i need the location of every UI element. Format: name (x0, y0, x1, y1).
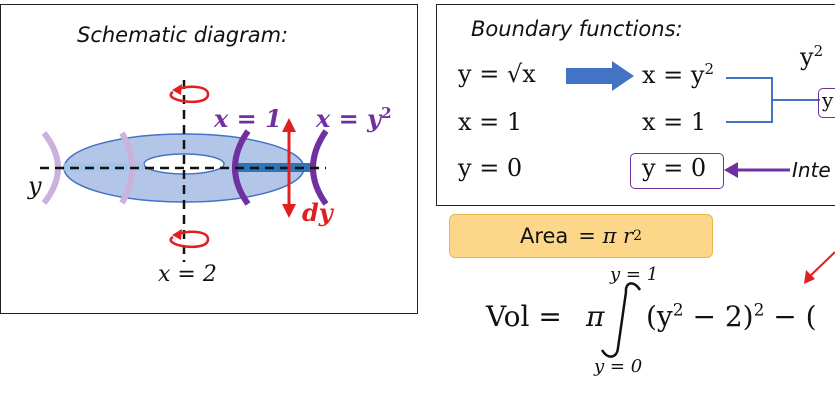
label-dy: dy (302, 198, 333, 227)
red-pointer-icon (804, 270, 815, 284)
boundary-row1-left: y = √x (458, 60, 536, 88)
boundary-row2-left: x = 1 (458, 108, 523, 136)
rotation-arrowhead-bottom-icon (172, 229, 182, 240)
dy-arrow-down-icon (282, 204, 296, 218)
boundary-partial-box (818, 88, 835, 118)
label-x-equals-2: x = 2 (158, 262, 217, 287)
boundary-row2-right: x = 1 (642, 108, 707, 136)
boundary-title: Boundary functions: (471, 17, 683, 41)
area-exp: 2 (633, 228, 643, 244)
area-formula: = π r (578, 224, 634, 248)
dy-arrow-up-icon (282, 118, 296, 132)
rotation-arrow-bottom-icon (169, 230, 210, 249)
label-y-axis: y (28, 172, 42, 200)
schematic-title: Schematic diagram: (77, 23, 289, 47)
volume-pi: π (586, 300, 605, 333)
volume-label: Vol = (486, 300, 562, 333)
rotation-arrowhead-top-icon (172, 84, 182, 95)
bracket-icon (726, 77, 773, 123)
label-x-equals-y-squared: x = y2 (316, 104, 392, 133)
boundary-partial-exp: y2 (800, 42, 824, 71)
integral-sign-icon (600, 282, 642, 358)
volume-integrand: (y2 − 2)2 − ( (646, 300, 817, 333)
rotation-arrow-top-icon (169, 85, 210, 104)
red-pointer-line (807, 251, 835, 279)
implies-arrow-icon (566, 61, 634, 91)
boundary-partial-box-text: y (822, 88, 834, 112)
boundary-partial-text: Inte (792, 158, 831, 182)
boundary-row3-right: y = 0 (642, 154, 707, 182)
area-label: Area (519, 224, 569, 248)
boundary-functions-panel: Boundary functions: (436, 4, 835, 206)
label-x-equals-1: x = 1 (214, 104, 282, 133)
area-formula-box: Area = π r 2 (449, 214, 713, 258)
purple-arrowhead-icon (724, 162, 738, 178)
boundary-row3-box (630, 153, 724, 189)
volume-lower-limit: y = 0 (594, 356, 643, 377)
volume-upper-limit: y = 1 (610, 264, 659, 285)
boundary-row3-left: y = 0 (458, 154, 523, 182)
boundary-row1-right: x = y2 (642, 60, 715, 89)
